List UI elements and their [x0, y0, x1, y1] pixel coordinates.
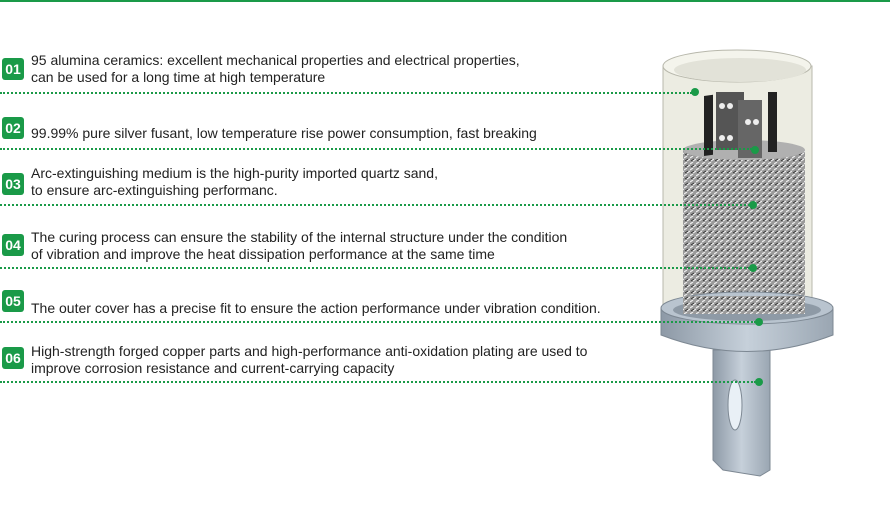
text-line: can be used for a long time at high temp…: [31, 69, 326, 85]
callout-line-01: [0, 92, 692, 94]
top-divider: [0, 0, 890, 2]
text-line: 95 alumina ceramics: excellent mechanica…: [31, 52, 520, 68]
text-line: of vibration and improve the heat dissip…: [31, 246, 495, 262]
callout-text-03: Arc-extinguishing medium is the high-pur…: [31, 165, 438, 199]
callout-line-03: [0, 204, 750, 206]
quartz-sand-core: [683, 140, 805, 318]
callout-line-06: [0, 381, 756, 383]
callout-line-04: [0, 267, 750, 269]
callout-dot-06: [755, 378, 763, 386]
callout-dot-03: [749, 201, 757, 209]
text-line: improve corrosion resistance and current…: [31, 360, 395, 376]
callout-line-02: [0, 148, 752, 150]
text-line: High-strength forged copper parts and hi…: [31, 343, 588, 359]
text-line: to ensure arc-extinguishing performanc.: [31, 182, 278, 198]
copper-terminal-tab: [712, 349, 771, 477]
callout-text-06: High-strength forged copper parts and hi…: [31, 343, 587, 377]
badge-03: 03: [2, 173, 24, 195]
callout-dot-01: [691, 88, 699, 96]
badge-06: 06: [2, 347, 24, 369]
text-line: Arc-extinguishing medium is the high-pur…: [31, 165, 438, 181]
callout-text-02: 99.99% pure silver fusant, low temperatu…: [31, 125, 537, 142]
badge-05: 05: [2, 290, 24, 312]
badge-02: 02: [2, 117, 24, 139]
text-line: The outer cover has a precise fit to ens…: [31, 300, 601, 316]
callout-dot-02: [751, 146, 759, 154]
text-line: 99.99% pure silver fusant, low temperatu…: [31, 125, 537, 141]
callout-text-05: The outer cover has a precise fit to ens…: [31, 300, 601, 317]
callout-dot-04: [749, 264, 757, 272]
badge-01: 01: [2, 58, 24, 80]
badge-04: 04: [2, 234, 24, 256]
callout-line-05: [0, 321, 756, 323]
callout-text-01: 95 alumina ceramics: excellent mechanica…: [31, 52, 520, 86]
outer-cover-base: [660, 291, 834, 352]
text-line: The curing process can ensure the stabil…: [31, 229, 568, 245]
callout-text-04: The curing process can ensure the stabil…: [31, 229, 567, 263]
callout-dot-05: [755, 318, 763, 326]
